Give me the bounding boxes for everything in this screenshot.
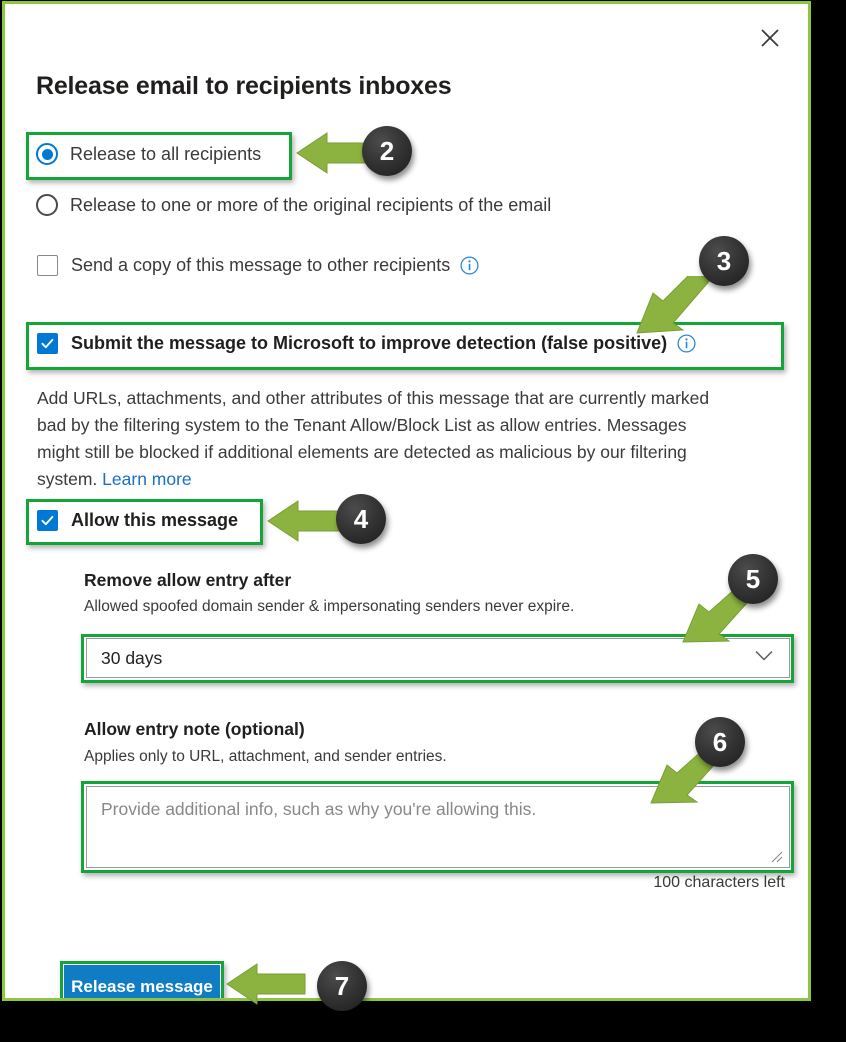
checkbox-submit-to-microsoft[interactable]: Submit the message to Microsoft to impro… <box>37 333 696 354</box>
annotation-badge-6: 6 <box>695 717 745 767</box>
radio-selected-icon <box>36 143 58 165</box>
checkbox-unchecked-icon <box>37 255 58 276</box>
checkbox-label-send-a-copy: Send a copy of this message to other rec… <box>71 255 451 275</box>
info-icon[interactable] <box>460 256 479 275</box>
remove-allow-entry-dropdown[interactable]: 30 days <box>86 638 790 678</box>
radio-unselected-icon <box>36 194 58 216</box>
radio-label-release-some: Release to one or more of the original r… <box>70 194 552 215</box>
dropdown-selected-value: 30 days <box>101 647 163 668</box>
label-remove-allow-entry-after: Remove allow entry after <box>84 570 292 590</box>
label-allow-entry-note: Allow entry note (optional) <box>84 719 305 739</box>
page-title: Release email to recipients inboxes <box>36 72 452 100</box>
annotation-badge-5: 5 <box>728 554 778 604</box>
radio-release-to-some-recipients[interactable]: Release to one or more of the original r… <box>36 194 551 216</box>
checkbox-label-allow-message: Allow this message <box>71 510 239 530</box>
description-body: Add URLs, attachments, and other attribu… <box>37 388 710 489</box>
info-icon[interactable] <box>677 334 696 353</box>
learn-more-link[interactable]: Learn more <box>102 469 192 489</box>
checkbox-checked-icon <box>37 510 58 531</box>
characters-left-counter: 100 characters left <box>653 874 785 891</box>
release-message-button[interactable]: Release message <box>64 965 220 998</box>
sublabel-remove-allow-entry-after: Allowed spoofed domain sender & imperson… <box>84 598 575 615</box>
radio-label-release-all: Release to all recipients <box>70 143 262 164</box>
checkbox-allow-this-message[interactable]: Allow this message <box>37 510 238 531</box>
annotation-badge-4: 4 <box>336 494 386 544</box>
annotation-badge-3: 3 <box>699 236 749 286</box>
chevron-down-icon <box>755 649 773 667</box>
close-icon[interactable] <box>752 20 788 56</box>
checkbox-send-a-copy[interactable]: Send a copy of this message to other rec… <box>37 255 479 276</box>
annotation-badge-2: 2 <box>362 126 412 176</box>
radio-release-to-all-recipients[interactable]: Release to all recipients <box>36 143 261 165</box>
description-text: Add URLs, attachments, and other attribu… <box>37 385 729 493</box>
checkbox-checked-icon <box>37 333 58 354</box>
annotation-badge-7: 7 <box>317 961 367 1011</box>
release-email-dialog: Release email to recipients inboxes Rele… <box>5 4 808 998</box>
sublabel-allow-entry-note: Applies only to URL, attachment, and sen… <box>84 748 447 765</box>
allow-entry-note-textarea[interactable] <box>86 786 790 868</box>
checkbox-label-submit-microsoft: Submit the message to Microsoft to impro… <box>71 333 668 353</box>
